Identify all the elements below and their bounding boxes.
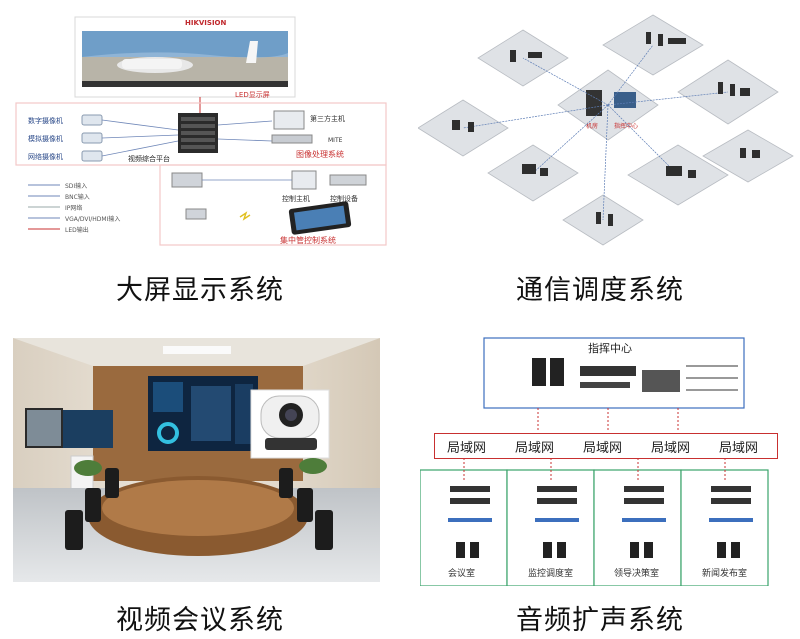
- pc-icon: [291, 170, 317, 190]
- svg-text:SDI输入: SDI输入: [65, 182, 87, 190]
- command-label: 指挥中心: [614, 122, 638, 130]
- svg-text:BNC输入: BNC输入: [65, 193, 90, 201]
- mitte-label: MITE: [328, 137, 343, 144]
- central-control-label: 集中管控制系统: [280, 235, 336, 245]
- source-label: 网络摄像机: [28, 152, 63, 161]
- svg-text:LED输出: LED输出: [65, 226, 89, 234]
- caption-dispatch: 通信调度系统: [516, 275, 684, 306]
- lan-bar: 局域网 局域网 局域网 局域网 局域网: [434, 433, 778, 459]
- lan-label: 局域网: [447, 441, 487, 456]
- platform-rack-icon: [178, 113, 218, 153]
- room-label: 会议室: [448, 569, 476, 579]
- wireless-router: [185, 208, 207, 220]
- caption-video-conf: 视频会议系统: [116, 605, 284, 636]
- camera-icon: [81, 114, 103, 162]
- audio-diagram: 指挥中心: [420, 330, 795, 586]
- mixer-device: [642, 370, 680, 392]
- speaker-icon: [532, 358, 546, 386]
- dispatch-diagram: 机房 指挥中心: [418, 10, 798, 250]
- server-rack-icon: [586, 90, 602, 116]
- monitor-label: 第三方主机: [310, 114, 345, 123]
- platform-label: 视频综合平台: [128, 154, 170, 163]
- legend: SDI输入 BNC输入 IP网络 VGA/DVI/HDMI输入 LED输出: [28, 182, 120, 234]
- led-label: LED显示屏: [235, 91, 270, 99]
- room-label: 新闻发布室: [702, 569, 748, 579]
- lan-label: 局域网: [651, 441, 691, 456]
- center-label: 机房: [586, 122, 598, 130]
- caption-audio: 音频扩声系统: [516, 605, 684, 636]
- brand-text: HIKVISION: [185, 19, 227, 27]
- mitte-device: [271, 134, 313, 144]
- big-screen-diagram: HIKVISION LED显示屏 数字摄像机 模拟摄像机 网络摄像机 视频综合平…: [10, 5, 395, 250]
- monitor-icon: [273, 110, 305, 130]
- control-device-label: 控制设备: [330, 194, 358, 203]
- svg-text:VGA/DVI/HDMI输入: VGA/DVI/HDMI输入: [65, 215, 120, 223]
- room-equipment: [448, 486, 753, 558]
- switch-device: [171, 172, 203, 188]
- room-label: 监控调度室: [528, 569, 574, 579]
- lan-label: 局域网: [719, 441, 759, 456]
- remote-participant-screen: [27, 410, 61, 446]
- caption-big-screen: 大屏显示系统: [116, 275, 284, 306]
- lan-label: 局域网: [515, 441, 555, 456]
- room-label: 领导决策室: [614, 569, 660, 579]
- command-center-title: 指挥中心: [588, 341, 632, 355]
- video-conference-photo: [13, 338, 380, 582]
- control-host-label: 控制主机: [282, 194, 310, 203]
- control-device-icon: [329, 174, 367, 186]
- lan-label: 局域网: [583, 441, 623, 456]
- amplifier-device: [580, 366, 636, 376]
- image-processing-label: 图像处理系统: [296, 149, 344, 159]
- source-label: 模拟摄像机: [28, 134, 63, 143]
- display-icon: [614, 92, 636, 108]
- tablet-icon: [288, 201, 352, 235]
- source-label: 数字摄像机: [28, 116, 63, 125]
- svg-text:IP网络: IP网络: [65, 204, 82, 212]
